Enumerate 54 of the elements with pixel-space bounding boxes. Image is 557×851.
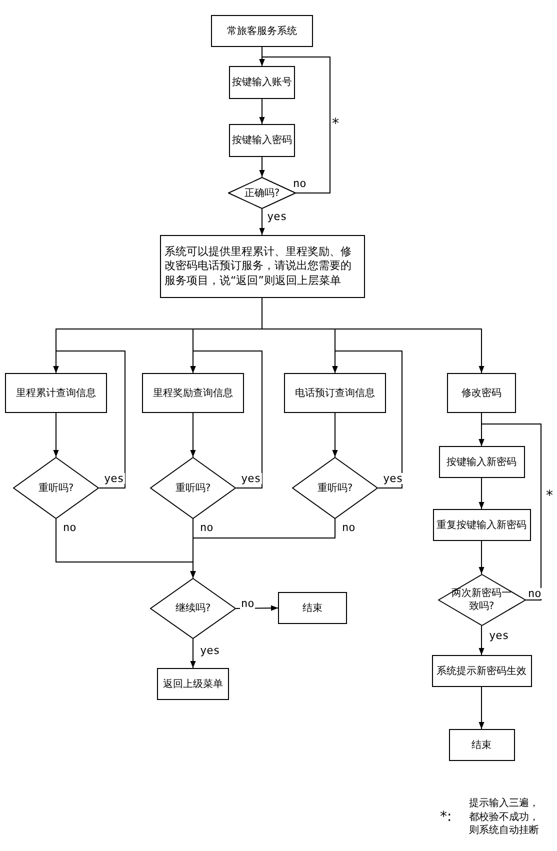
process-box: 按键输入新密码 xyxy=(438,446,524,478)
arrow xyxy=(332,412,338,458)
arrow xyxy=(478,686,484,730)
process-box: 修改密码 xyxy=(447,373,516,413)
process-box: 按键输入密码 xyxy=(229,124,295,157)
process-box: 结束 xyxy=(278,592,347,624)
edge-label: yes xyxy=(266,211,288,222)
footnote-mark: * xyxy=(332,115,339,134)
arrow xyxy=(259,98,265,124)
process-box: 里程累计查询信息 xyxy=(5,373,107,413)
arrow xyxy=(259,208,265,236)
process-box: 里程奖励查询信息 xyxy=(142,373,244,413)
edge-label: no xyxy=(199,522,214,533)
arrow xyxy=(478,540,484,574)
arrow xyxy=(190,412,196,458)
process-box: 按键输入账号 xyxy=(229,66,295,99)
process-box: 电话预订查询信息 xyxy=(284,373,386,413)
edge-label: yes xyxy=(199,645,221,656)
process-box: 结束 xyxy=(448,729,514,761)
decision-diamond: 重听吗? xyxy=(150,457,236,519)
arrow xyxy=(236,605,278,611)
arrow xyxy=(53,350,126,488)
edge-label: yes xyxy=(488,630,510,641)
decision-diamond: 继续吗? xyxy=(150,578,236,639)
arrow xyxy=(478,626,484,656)
process-box: 返回上级菜单 xyxy=(157,668,229,700)
arrow xyxy=(332,350,402,488)
arrow xyxy=(259,56,330,194)
edge-label: no xyxy=(341,522,356,533)
process-box: 系统可以提供里程累计、里程奖励、修改密码电话预订服务，请说出您需要的服务项目，说“返回”则返回上层菜单 xyxy=(160,235,364,298)
footnote-text: 提示输入三遍，都校验不成功，则系统自动挂断 xyxy=(469,797,540,838)
decision-diamond: 重听吗? xyxy=(292,457,378,519)
edge-label: no xyxy=(292,178,308,189)
arrow xyxy=(53,412,59,458)
footnote-mark: *: xyxy=(440,808,452,827)
process-box: 系统提示新密码生效 xyxy=(432,655,532,687)
arrow xyxy=(478,478,484,510)
arrow xyxy=(259,156,265,178)
edge-label: yes xyxy=(240,473,262,484)
edge-label: no xyxy=(62,522,78,533)
arrow xyxy=(478,424,542,600)
arrow xyxy=(190,518,336,578)
edge-label: no xyxy=(240,598,256,609)
edge-label: no xyxy=(527,588,542,599)
arrow xyxy=(190,350,262,488)
process-box: 常旅客服务系统 xyxy=(211,15,313,47)
arrow xyxy=(190,638,196,668)
edge-label: yes xyxy=(382,473,404,484)
decision-diamond: 重听吗? xyxy=(13,457,99,519)
decision-diamond: 两次新密码一致吗? xyxy=(438,574,526,626)
arrow xyxy=(262,298,484,374)
edge-label: yes xyxy=(103,473,125,484)
process-box: 重复按键输入新密码 xyxy=(432,509,530,541)
footnote-mark: * xyxy=(546,487,553,506)
